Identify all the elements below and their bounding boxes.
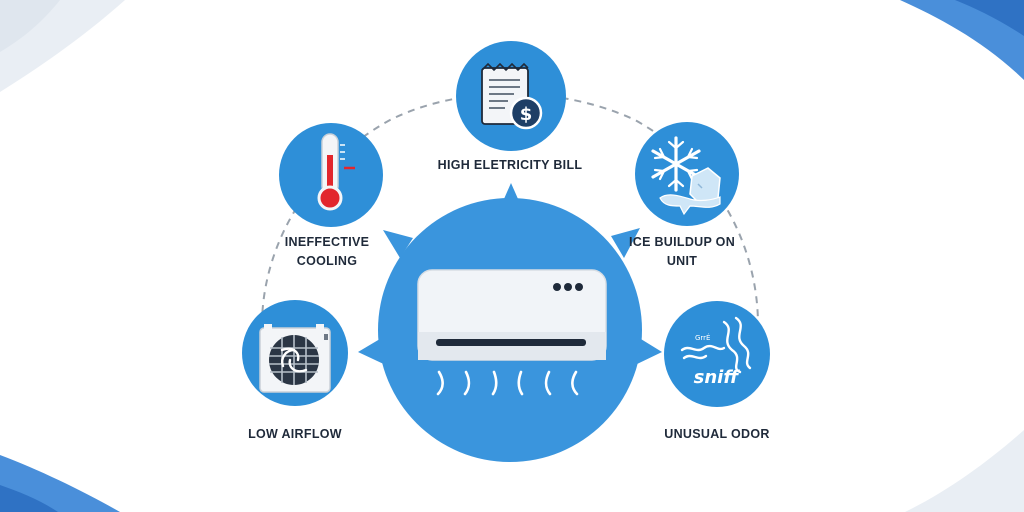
label-line: UNUSUAL ODOR — [664, 427, 770, 441]
node-unusual-odor: GrrÉ sniff — [664, 301, 770, 407]
label-line: INEFFECTIVE — [284, 235, 370, 249]
svg-text:$: $ — [520, 104, 533, 125]
air-conditioner-icon — [417, 269, 607, 396]
corner-decoration-top-right — [900, 0, 1024, 80]
odor-sniff-icon: GrrÉ sniff — [680, 316, 752, 388]
label-line: UNIT — [666, 254, 698, 268]
label-line: HIGH ELETRICITY BILL — [437, 158, 583, 172]
bill-dollar-icon: $ — [481, 62, 543, 130]
corner-decoration-bottom-left — [0, 455, 120, 512]
snowflake-ice-icon — [651, 136, 721, 216]
node-ice-buildup — [635, 122, 739, 226]
node-ineffective-cooling — [279, 123, 383, 227]
label-line: ICE BUILDUP ON — [628, 235, 736, 249]
label-high-electricity-bill: HIGH ELETRICITY BILL — [420, 156, 600, 175]
corner-decoration-top-left — [0, 0, 125, 92]
label-unusual-odor: UNUSUAL ODOR — [642, 425, 792, 444]
thermometer-icon — [317, 133, 355, 211]
corner-decoration-bottom-right — [905, 430, 1024, 512]
odor-icon-small-text: GrrÉ — [695, 333, 710, 342]
node-high-electricity-bill: $ — [456, 41, 566, 151]
label-line: LOW AIRFLOW — [248, 427, 342, 441]
node-low-airflow — [242, 300, 348, 406]
label-low-airflow: LOW AIRFLOW — [235, 425, 355, 444]
label-ineffective-cooling: INEFFECTIVE COOLING — [262, 233, 392, 271]
odor-icon-big-text: sniff — [694, 367, 741, 388]
label-ice-buildup: ICE BUILDUP ON UNIT — [612, 233, 752, 271]
label-line: COOLING — [296, 254, 358, 268]
fan-unit-icon — [259, 324, 331, 393]
